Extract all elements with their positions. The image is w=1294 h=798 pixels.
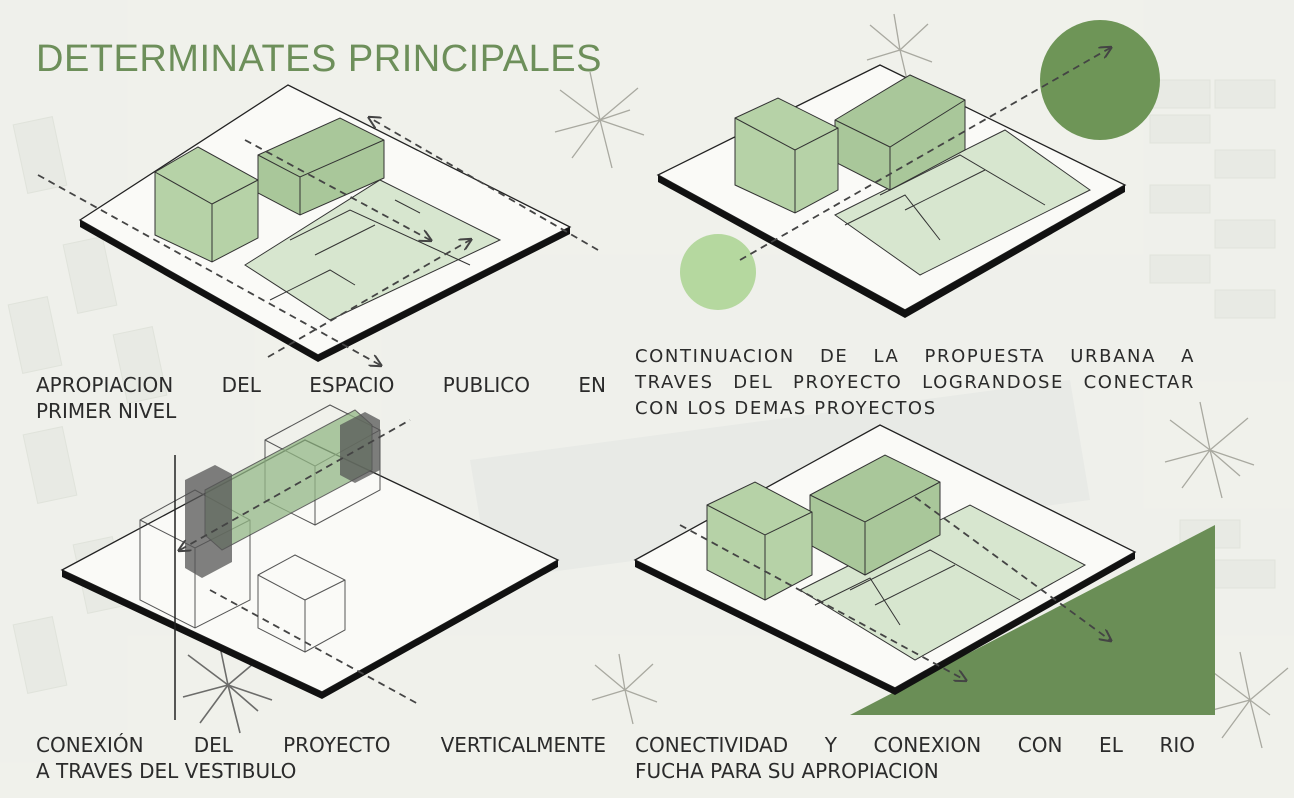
building-volume-tall [706, 481, 813, 601]
caption-line: CONECTIVIDAD Y CONEXION CON EL RIO [635, 733, 1195, 757]
panel-4-diagram [633, 424, 1215, 715]
caption-line: PRIMER NIVEL [36, 399, 177, 423]
caption-line: A TRAVES DEL VESTIBULO [36, 759, 297, 783]
caption-line: APROPIACION DEL ESPACIO PUBLICO EN [36, 373, 606, 397]
caption-line: FUCHA PARA SU APROPIACION [635, 759, 939, 783]
building-volume-tall [154, 146, 259, 263]
building-volume-tall [734, 97, 839, 214]
caption-line: CON LOS DEMAS PROYECTOS [635, 398, 937, 419]
caption-panel-3: CONEXIÓN DEL PROYECTO VERTICALMENTE A TR… [36, 732, 606, 784]
urban-node-small [680, 234, 756, 310]
caption-panel-4: CONECTIVIDAD Y CONEXION CON EL RIO FUCHA… [635, 732, 1195, 784]
panel-1-diagram [37, 84, 599, 365]
panel-3-diagram [60, 404, 560, 720]
caption-line: TRAVES DEL PROYECTO LOGRANDOSE CONECTAR [635, 372, 1195, 393]
page-title: DETERMINATES PRINCIPALES [36, 38, 602, 80]
public-plaza [244, 179, 502, 321]
caption-line: CONEXIÓN DEL PROYECTO VERTICALMENTE [36, 733, 606, 757]
caption-panel-1: APROPIACION DEL ESPACIO PUBLICO EN PRIME… [36, 372, 606, 424]
caption-panel-2: CONTINUACION DE LA PROPUESTA URBANA A TR… [635, 344, 1195, 422]
caption-line: CONTINUACION DE LA PROPUESTA URBANA A [635, 346, 1195, 367]
tree-sketches [182, 13, 1289, 749]
panel-2-diagram [656, 20, 1160, 318]
urban-node-large [1040, 20, 1160, 140]
